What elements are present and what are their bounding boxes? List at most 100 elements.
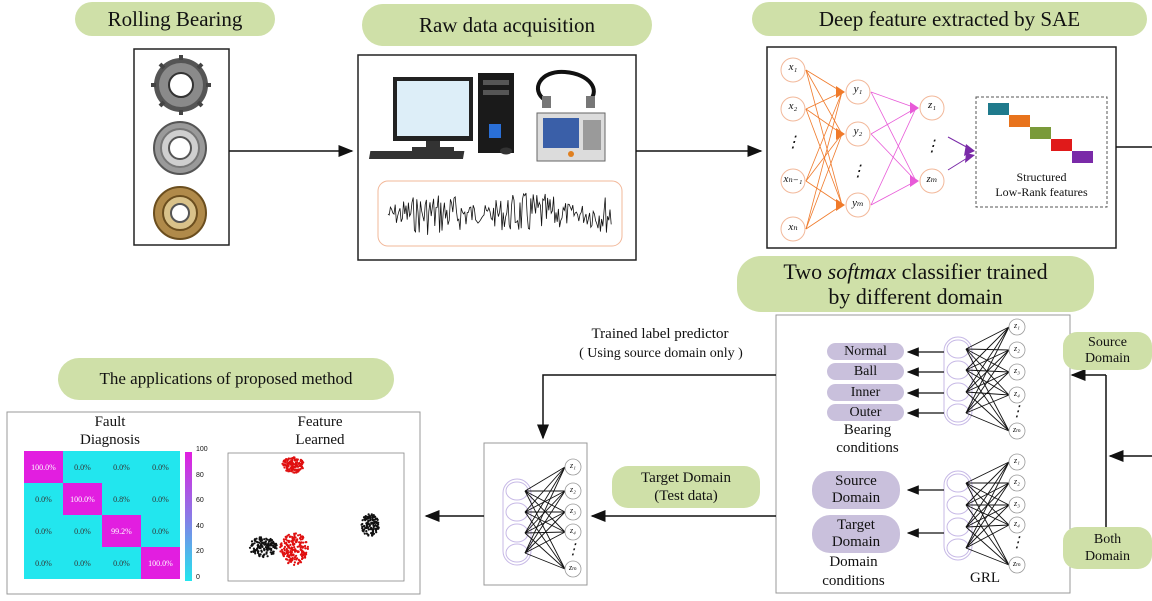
cls-domain-node-3: z₄: [1014, 519, 1020, 528]
colorbar-tick-3: 40: [196, 522, 204, 530]
label-source-domain-1: Source: [835, 473, 877, 489]
cls-bearing-node-4: ⋮: [1009, 404, 1025, 420]
label-source-domain-2: Domain: [831, 490, 881, 506]
title-softmax-line1: Two softmax classifier trained: [783, 259, 1047, 284]
pred-node-2: z₃: [570, 506, 576, 515]
cable-icon: [535, 69, 596, 108]
sae-hidden1-node-1: y₂: [853, 125, 863, 137]
softmax-em: softmax: [827, 259, 897, 284]
lowrank-arrowhead-2: [965, 153, 975, 163]
feature-title-2: Learned: [295, 432, 345, 448]
sae-hidden1-node-2: ⋮: [850, 163, 866, 180]
pred-node-3: z₄: [570, 526, 576, 535]
pred-node-5: zₘ: [568, 563, 578, 572]
lowrank-block-4: [1072, 151, 1093, 163]
colorbar-tick-5: 0: [196, 573, 200, 581]
both-domain-tag: Both Domain: [1063, 527, 1152, 569]
feature-title-1: Feature: [297, 414, 343, 430]
grl-label: GRL: [970, 570, 1000, 586]
label-normal: Normal: [827, 343, 904, 360]
bearing-classifier-network: [906, 318, 1026, 440]
cls-domain-node-5: zₘ: [1012, 559, 1022, 568]
signal-frame: [377, 180, 623, 247]
sae-input-node-3: xₙ₋₁: [783, 173, 803, 185]
confusion-matrix: 100.0% 0.0% 0.0% 0.0% 0.0% 100.0% 0.8% 0.0% 0.0%…: [24, 451, 180, 579]
domain-conditions-2: conditions: [822, 573, 885, 589]
matrix-cell-0-0: 100.0%: [31, 463, 56, 472]
domain-conditions-1: Domain: [829, 554, 878, 570]
sae-input-node-2: ⋮: [785, 134, 801, 151]
title-raw-data-text: Raw data acquisition: [418, 12, 596, 37]
cls-bearing-node-2: z₃: [1014, 366, 1020, 375]
sae-hidden2-node-0: z₁: [927, 99, 937, 111]
matrix-cell-2-2: 99.2%: [111, 527, 132, 536]
sae-input-node-0: x₁: [788, 61, 798, 73]
title-rolling-bearing-text: Rolling Bearing: [107, 6, 243, 31]
label-inner: Inner: [827, 384, 904, 401]
cls-bearing-node-0: z₁: [1014, 321, 1020, 330]
label-source-domain: Source Domain: [812, 471, 900, 509]
matrix-cell-3-3: 100.0%: [148, 559, 173, 568]
title-sae: Deep feature extracted by SAE: [752, 2, 1147, 36]
roller-bearing-icon: [153, 186, 207, 240]
colorbar-tick-1: 80: [196, 471, 204, 479]
matrix-cell-1-0: 0.0%: [35, 495, 52, 504]
matrix-cell-3-2: 0.0%: [113, 559, 130, 568]
matrix-cell-1-1: 100.0%: [70, 495, 95, 504]
softmax-pre: Two: [783, 259, 828, 284]
sae-hidden2-node-1: ⋮: [924, 138, 940, 155]
lowrank-block-1: [1009, 115, 1030, 127]
matrix-cell-2-1: 0.0%: [74, 527, 91, 536]
title-sae-text: Deep feature extracted by SAE: [818, 6, 1081, 31]
label-predictor-1: Trained label predictor: [591, 326, 729, 342]
lowrank-label-2: Low-Rank features: [995, 185, 1088, 199]
title-raw-data: Raw data acquisition: [362, 4, 652, 46]
bearing-conditions-2: conditions: [836, 440, 899, 456]
lowrank-arrowhead-1: [964, 144, 975, 156]
fault-title-2: Diagnosis: [80, 432, 140, 448]
gear-icon: [151, 55, 211, 115]
lowrank-block-3: [1051, 139, 1072, 151]
colorbar: [185, 452, 192, 581]
computer-icon: [368, 73, 514, 159]
daq-device-icon: [536, 112, 606, 162]
matrix-cell-3-1: 0.0%: [74, 559, 91, 568]
label-target-domain-1: Target: [837, 517, 875, 533]
pred-node-1: z₂: [570, 485, 576, 494]
both-domain-tag-1: Both: [1093, 532, 1122, 547]
matrix-cell-0-3: 0.0%: [152, 463, 169, 472]
cls-domain-node-1: z₂: [1014, 477, 1020, 486]
domain-classifier-network: [906, 453, 1026, 574]
fault-title-1: Fault: [94, 414, 126, 430]
matrix-cell-1-2: 0.8%: [113, 495, 130, 504]
sae-hidden1-node-0: y₁: [853, 83, 863, 95]
source-domain-tag: Source Domain: [1063, 332, 1152, 370]
softmax-post: classifier trained: [896, 259, 1048, 284]
title-rolling-bearing: Rolling Bearing: [75, 2, 275, 36]
matrix-cell-1-3: 0.0%: [152, 495, 169, 504]
cls-domain-node-2: z₃: [1014, 499, 1020, 508]
cls-bearing-node-1: z₂: [1014, 344, 1020, 353]
low-rank-blocks: [988, 103, 1093, 163]
title-applications-text: The applications of proposed method: [99, 369, 353, 388]
predictor-network: [502, 458, 582, 578]
colorbar-tick-4: 20: [196, 548, 204, 555]
pred-node-4: ⋮: [565, 542, 581, 558]
label-outer: Outer: [827, 404, 904, 421]
vibration-signal: [387, 192, 612, 235]
cls-domain-node-4: ⋮: [1009, 535, 1025, 551]
lowrank-label-1: Structured: [1016, 170, 1067, 184]
sae-hidden1-node-3: yₘ: [852, 197, 864, 209]
colorbar-tick-0: 100: [196, 446, 208, 453]
target-domain-tag-2: (Test data): [654, 488, 718, 504]
title-softmax-line2: by different domain: [828, 284, 1003, 309]
cls-bearing-node-5: zₘ: [1012, 425, 1022, 434]
feature-scatter: [248, 456, 380, 567]
sae-hidden2-node-2: zₘ: [926, 173, 938, 185]
matrix-cell-0-1: 0.0%: [74, 463, 91, 472]
sae-connections: [780, 57, 945, 242]
title-applications: The applications of proposed method: [58, 358, 394, 400]
sae-input-node-1: x₂: [788, 100, 798, 112]
label-predictor-2: ( Using source domain only ): [579, 346, 743, 361]
